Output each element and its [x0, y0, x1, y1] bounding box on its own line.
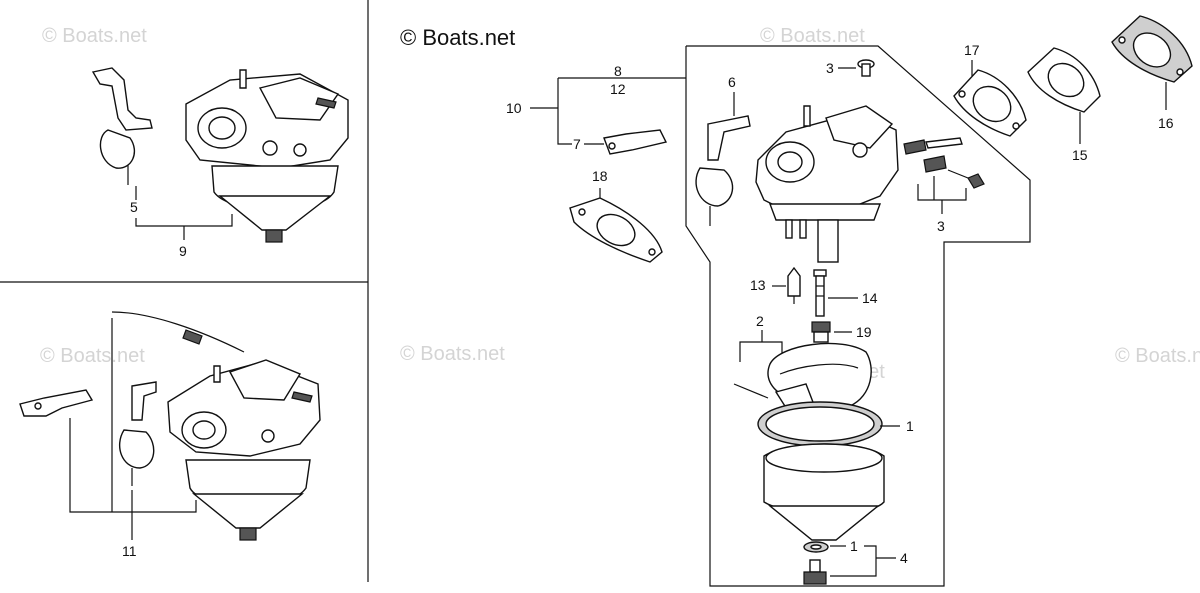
watermark-3: © Boats.net [400, 343, 505, 365]
watermark-2: © Boats.net [40, 345, 145, 367]
callout-18: 18 [592, 168, 608, 184]
callout-17: 17 [964, 42, 980, 58]
choke-lever-icon [91, 67, 153, 185]
lever-plate-icon [19, 389, 94, 417]
jet-icon-14 [813, 269, 827, 317]
callout-8: 8 [614, 63, 622, 79]
callout-16: 16 [1158, 115, 1174, 131]
callout-5: 5 [130, 199, 138, 215]
float-bowl-icon-2 [185, 459, 311, 541]
choke-lever-icon-2 [119, 381, 157, 486]
assembly-boundary [685, 45, 1031, 587]
lever-plate-icon-7 [603, 129, 668, 155]
callout-6: 6 [728, 74, 736, 90]
callout-9: 9 [179, 243, 187, 259]
callout-12: 12 [610, 81, 626, 97]
callout-1b: 1 [850, 538, 858, 554]
watermark-4: © Boats.net [760, 25, 865, 47]
callout-4: 4 [900, 550, 908, 566]
washer-icon [803, 541, 829, 553]
float-bowl-icon [211, 165, 339, 243]
screw-icon-3 [857, 59, 875, 77]
callout-15: 15 [1072, 147, 1088, 163]
gasket-icon-1 [757, 401, 883, 447]
callout-10: 10 [506, 100, 522, 116]
main-exploded-view: 8 12 10 7 18 6 [506, 15, 1193, 587]
callout-3b: 3 [937, 218, 945, 234]
watermark-6: © Boats.net [1115, 345, 1200, 367]
callout-13: 13 [750, 277, 766, 293]
needle-icon-13 [787, 266, 801, 304]
brand-logo: © Boats.net [400, 25, 515, 50]
screw-icon-group [903, 137, 985, 189]
linkage-rod-icon [111, 311, 245, 353]
panel-frame [0, 0, 369, 582]
top-left-assembly: 5 9 [91, 67, 349, 259]
callout-2: 2 [756, 313, 764, 329]
callout-14: 14 [862, 290, 878, 306]
choke-lever-icon-6 [695, 115, 751, 226]
watermark-1: © Boats.net [42, 25, 147, 47]
float-bowl-icon-main [763, 443, 885, 541]
callout-11: 11 [122, 543, 137, 559]
gasket-icon-15 [1027, 47, 1101, 113]
carburetor-icon-2 [167, 359, 321, 457]
callout-19: 19 [856, 324, 872, 340]
callout-1a: 1 [906, 418, 914, 434]
bolt-icon-4 [803, 559, 827, 585]
gasket-icon-18 [569, 197, 663, 263]
carburetor-icon-main [755, 105, 899, 263]
gasket-icon-17 [953, 69, 1027, 137]
jet-icon-19 [811, 321, 831, 343]
callout-3a: 3 [826, 60, 834, 76]
gasket-icon-16 [1111, 15, 1193, 83]
watermarks: © Boats.net © Boats.net © Boats.net © Bo… [40, 25, 1200, 383]
bottom-left-assembly: 11 [19, 311, 321, 559]
callout-7: 7 [573, 136, 581, 152]
carburetor-icon [185, 69, 349, 169]
